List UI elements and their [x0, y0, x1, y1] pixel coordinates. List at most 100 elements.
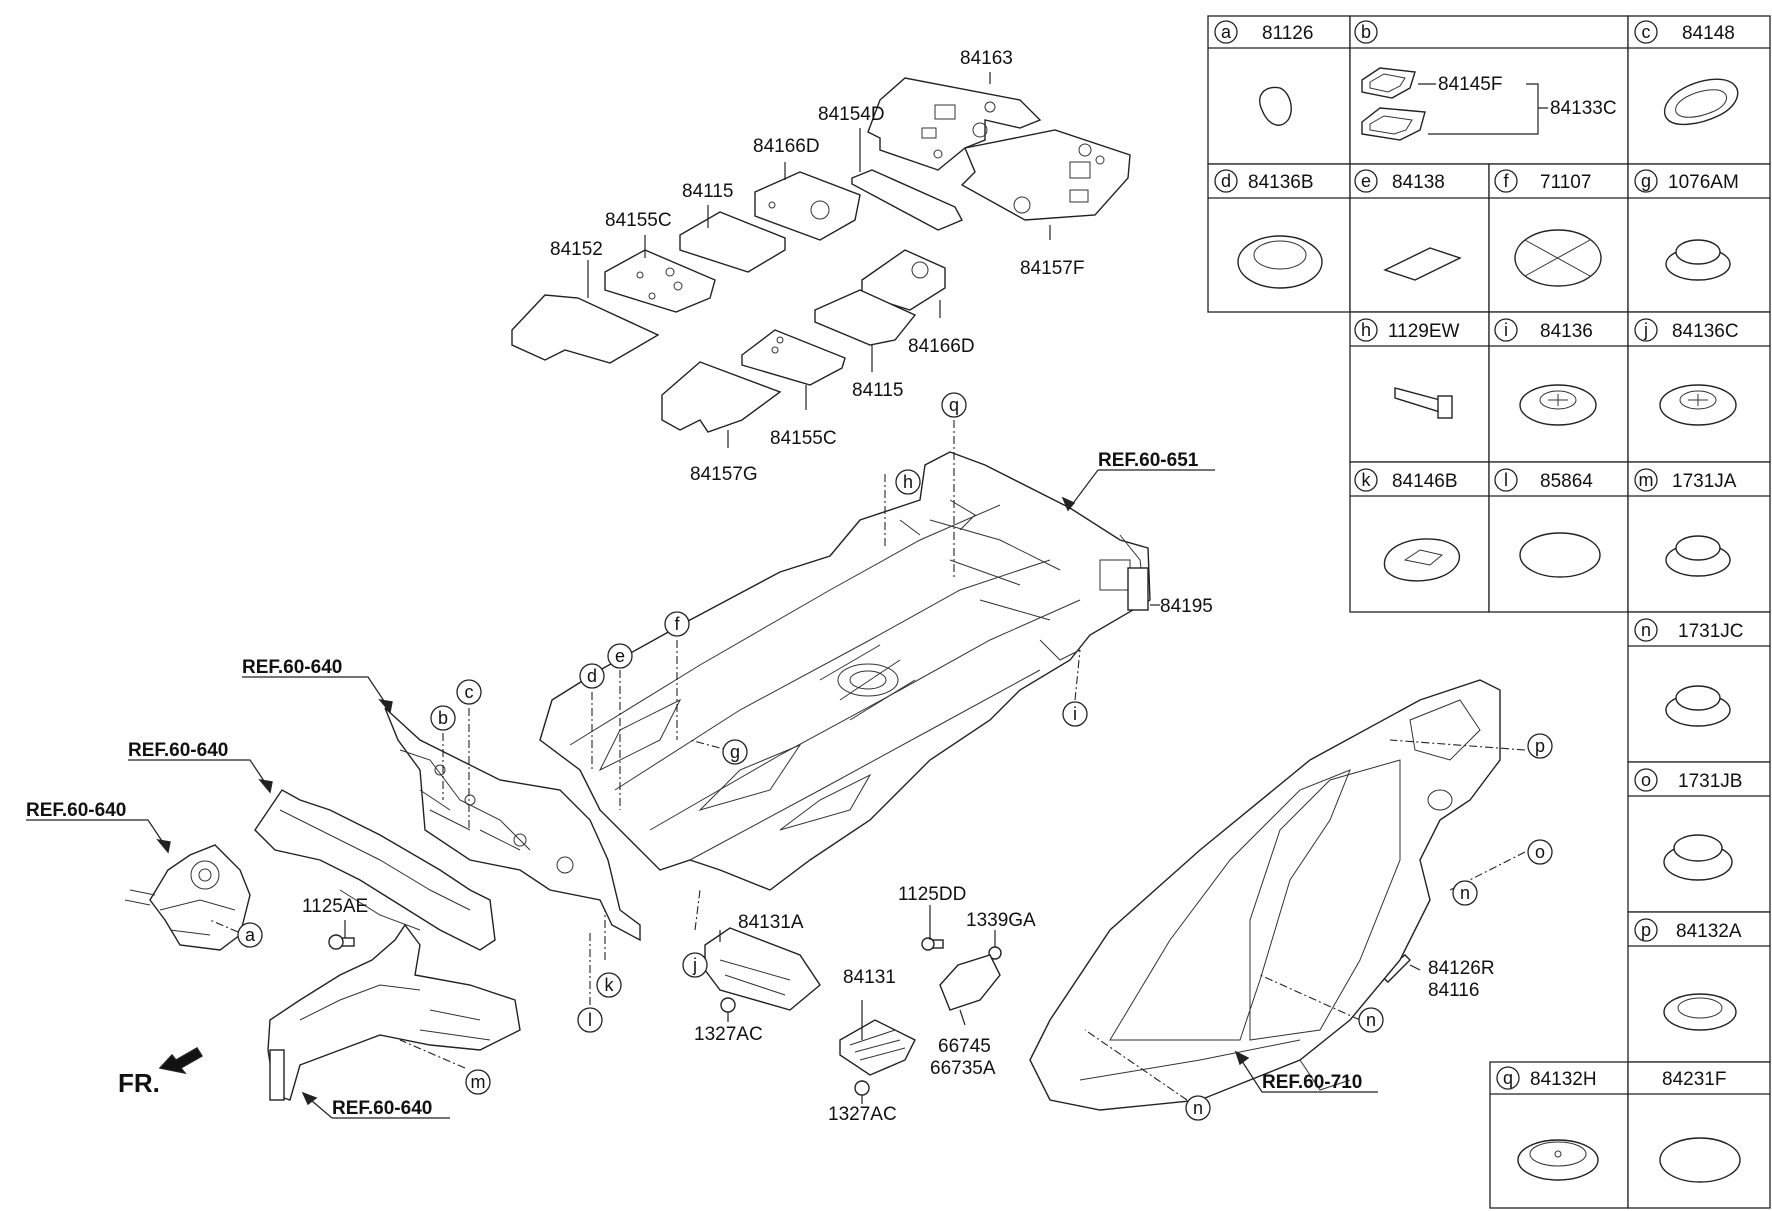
label-84115-mid: 84115 — [852, 380, 903, 401]
grommet-icon — [1361, 107, 1426, 141]
svg-text:l: l — [588, 1010, 592, 1030]
dash-panel — [384, 707, 641, 942]
callout-f: f — [664, 611, 690, 637]
label-1125DD: 1125DD — [898, 884, 966, 905]
svg-text:f: f — [674, 614, 680, 634]
pad-84115-top — [679, 211, 786, 273]
ring-plug-icon — [1663, 993, 1737, 1031]
svg-text:84145F: 84145F — [1438, 74, 1502, 95]
front-panel-assembly — [124, 844, 251, 951]
callout-n-3: n — [1185, 1095, 1211, 1121]
rect-grommet-icon — [1383, 538, 1461, 582]
svg-text:85864: 85864 — [1540, 471, 1593, 492]
callout-h: h — [895, 469, 921, 495]
legend-l: l 85864 — [1494, 468, 1601, 578]
legend-q: q 84132H — [1496, 1066, 1599, 1181]
pad-84157F — [960, 129, 1131, 221]
callout-l: l — [577, 1007, 603, 1033]
label-84131A: 84131A — [738, 912, 804, 933]
label-84157F: 84157F — [1020, 258, 1084, 279]
svg-text:n: n — [1460, 883, 1470, 903]
svg-text:a: a — [1221, 22, 1232, 42]
svg-text:h: h — [1361, 320, 1371, 340]
svg-text:84136B: 84136B — [1248, 172, 1314, 193]
label-66735A: 66735A — [930, 1058, 996, 1079]
svg-text:h: h — [903, 472, 913, 492]
pad-84163 — [867, 77, 1042, 171]
round-plug-icon — [1237, 235, 1323, 289]
svg-text:71107: 71107 — [1540, 172, 1591, 193]
svg-text:g: g — [1641, 171, 1651, 191]
svg-text:REF.60-640: REF.60-640 — [332, 1098, 432, 1119]
legend-k: k 84146B — [1354, 468, 1461, 582]
svg-text:e: e — [615, 646, 625, 666]
svg-text:84231F: 84231F — [1662, 1069, 1726, 1090]
label-84163: 84163 — [960, 48, 1013, 69]
legend-m: m 1731JA — [1634, 468, 1737, 577]
label-84152: 84152 — [550, 239, 603, 260]
bracket-84131A — [704, 927, 821, 1011]
nut-1327AC-b — [854, 1080, 870, 1096]
label-84166D-top: 84166D — [753, 136, 820, 157]
cowl-cross-member — [254, 789, 496, 951]
svg-text:k: k — [605, 975, 615, 995]
pad-leaders — [587, 72, 1051, 448]
plate-84131 — [839, 1019, 916, 1076]
svg-text:b: b — [438, 708, 448, 728]
ref-60-710: REF.60-710 — [1234, 1050, 1378, 1093]
bolt-1125DD — [921, 937, 944, 951]
ref-60-640-d: REF.60-640 — [301, 1091, 450, 1119]
floor-panel — [539, 451, 1151, 891]
side-panel — [1029, 679, 1501, 1111]
oval-pad-icon — [1659, 1137, 1741, 1183]
svg-text:1731JC: 1731JC — [1678, 621, 1744, 642]
callout-m: m — [465, 1069, 491, 1095]
callout-n-2: n — [1358, 1007, 1384, 1033]
svg-text:n: n — [1366, 1010, 1376, 1030]
front-arrow-icon — [158, 1047, 203, 1075]
svg-text:REF.60-640: REF.60-640 — [128, 740, 228, 761]
legend-f: f 71107 — [1494, 169, 1602, 287]
svg-text:d: d — [587, 666, 597, 686]
label-84155C-top: 84155C — [605, 210, 672, 231]
svg-text:84146B: 84146B — [1392, 471, 1458, 492]
bracket-66745 — [939, 954, 1001, 1011]
pad-84155C-top — [604, 249, 716, 313]
ref-60-640-c: REF.60-640 — [26, 800, 171, 854]
callout-o: o — [1527, 839, 1553, 865]
callout-j: j — [682, 952, 708, 978]
label-1327AC-b: 1327AC — [828, 1104, 897, 1125]
svg-text:c: c — [465, 682, 474, 702]
svg-text:d: d — [1221, 171, 1231, 191]
label-84166D-mid: 84166D — [908, 336, 975, 357]
label-84195: 84195 — [1160, 596, 1213, 617]
callout-b: b — [430, 705, 456, 731]
callout-p: p — [1527, 733, 1553, 759]
legend-e: e 84138 — [1354, 169, 1462, 281]
legend-h: h 1129EW — [1354, 318, 1460, 419]
svg-text:1731JB: 1731JB — [1678, 771, 1742, 792]
svg-text:p: p — [1535, 736, 1545, 756]
callout-n-1: n — [1452, 880, 1478, 906]
legend-i: i 84136 — [1494, 318, 1597, 426]
svg-text:q: q — [949, 395, 959, 415]
front-direction-indicator: FR. — [118, 1047, 203, 1098]
legend-n: n 1731JC — [1634, 618, 1744, 727]
callout-d: d — [579, 663, 605, 689]
svg-text:b: b — [1361, 22, 1371, 42]
label-84157G: 84157G — [690, 464, 758, 485]
ref-60-651: REF.60-651 — [1061, 450, 1215, 512]
label-84115-top: 84115 — [682, 181, 733, 202]
legend-a: a 81126 — [1214, 20, 1313, 126]
front-side-member — [267, 923, 521, 1101]
label-84154D: 84154D — [818, 104, 885, 125]
callout-q: q — [941, 392, 967, 418]
svg-text:o: o — [1535, 842, 1545, 862]
label-84126R: 84126R — [1428, 958, 1495, 979]
callout-i: i — [1062, 701, 1088, 727]
disc-plug-icon — [1517, 1139, 1599, 1181]
label-66745: 66745 — [938, 1036, 991, 1057]
svg-text:FR.: FR. — [118, 1068, 160, 1098]
callout-g: g — [722, 739, 748, 765]
